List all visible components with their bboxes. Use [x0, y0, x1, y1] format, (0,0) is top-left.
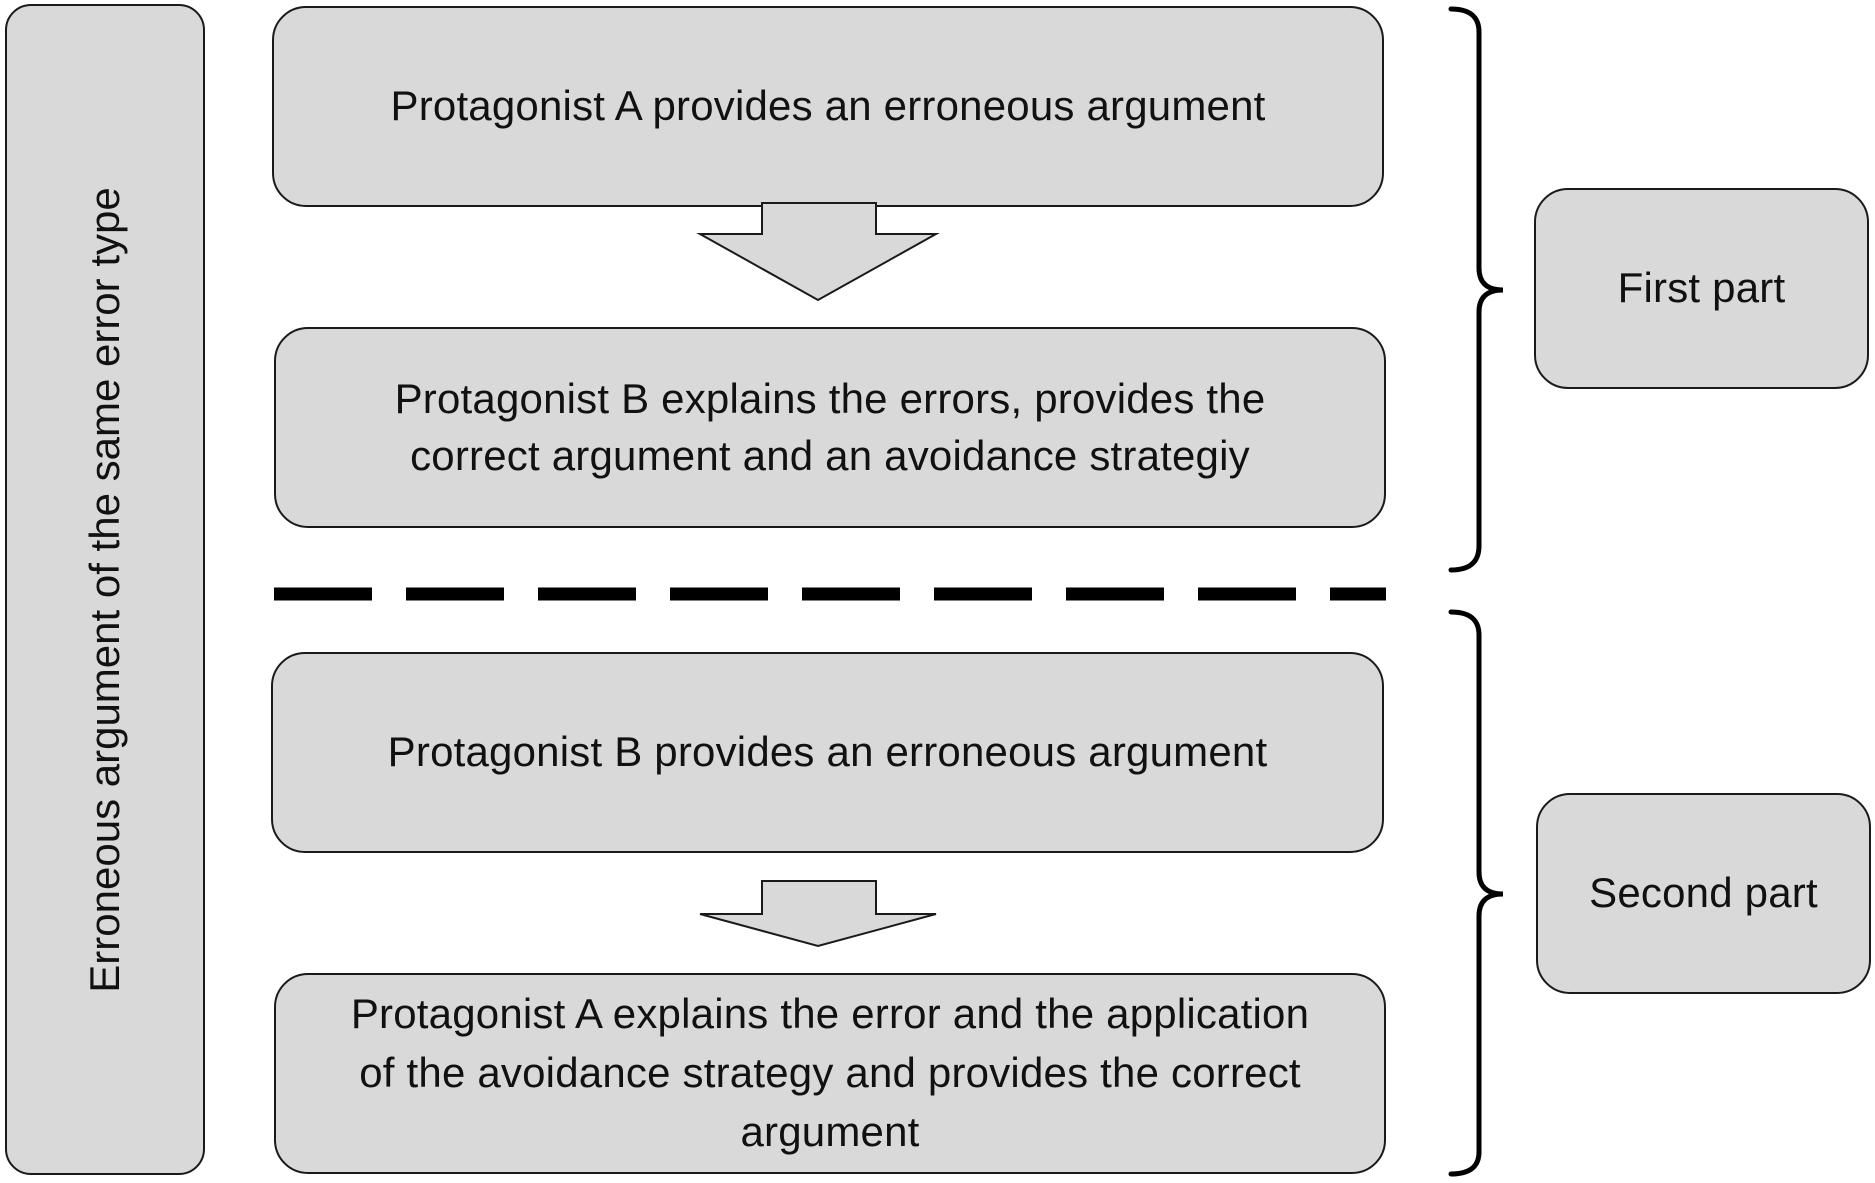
step-4-text: Protagonist A explains the error and the…	[350, 990, 1310, 1155]
step-box-2: Protagonist B explains the errors, provi…	[274, 327, 1386, 528]
down-arrow-icon	[696, 202, 940, 302]
step-3-text: Protagonist B provides an erroneous argu…	[387, 728, 1268, 776]
step-box-1: Protagonist A provides an erroneous argu…	[272, 6, 1384, 207]
down-arrow-icon	[699, 880, 937, 948]
right-brace-icon	[1448, 609, 1504, 1177]
step-box-3: Protagonist B provides an erroneous argu…	[271, 652, 1384, 853]
right-brace-icon	[1448, 6, 1504, 573]
step-box-4: Protagonist A explains the error and the…	[274, 973, 1386, 1174]
second-part-label: Second part	[1589, 869, 1818, 917]
first-part-box: First part	[1534, 188, 1869, 389]
first-part-label: First part	[1617, 264, 1786, 312]
step-1-text: Protagonist A provides an erroneous argu…	[390, 82, 1266, 130]
step-2-text: Protagonist B explains the errors, provi…	[394, 374, 1266, 479]
error-type-box: Erroneous argument of the same error typ…	[5, 4, 205, 1175]
second-part-box: Second part	[1536, 793, 1871, 994]
